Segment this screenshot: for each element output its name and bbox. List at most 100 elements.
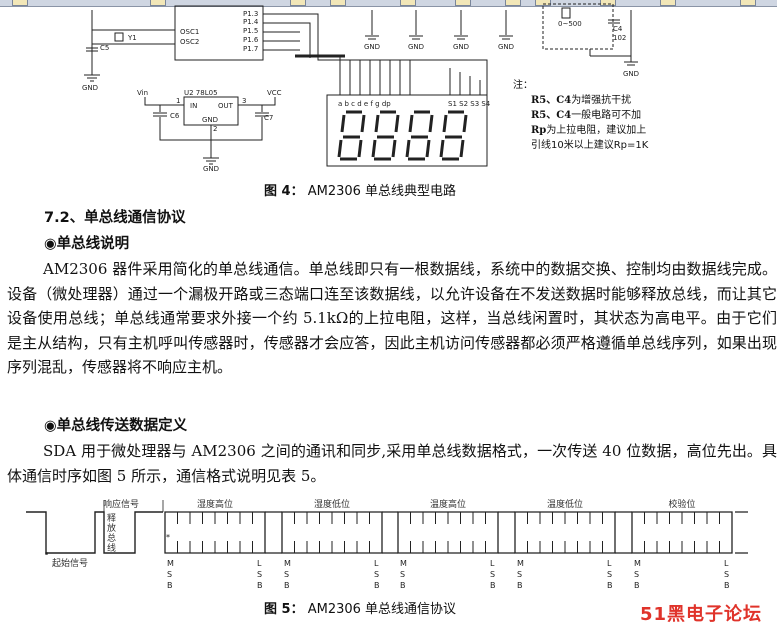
figure-label: 图 5： [264,602,304,617]
circuit-schematic: P1.3 P1.4 P1.5 P1.6 P1.7 OSC1 OSC2 Y1 C5… [82,3,639,173]
data-group-frame [397,511,499,554]
toolbar-button[interactable] [535,0,551,6]
msb-label: S [634,570,639,579]
msb-label: S [517,570,522,579]
vin-label: Vin [137,89,148,97]
gnd-label: GND [498,43,514,51]
data-group-title: 校验位 [668,498,695,510]
note-text: 为上拉电阻，建议加上 [546,125,647,136]
lsb-label: B [724,581,730,590]
data-group-title: 温度低位 [547,498,583,510]
data-group-frame [631,511,733,554]
subsection-title: ◉单总线说明 [44,236,130,252]
note-bold: R5、C4 [531,110,572,121]
toolbar-button[interactable] [660,0,676,6]
note-line: Rp为上拉电阻，建议加上 [513,123,648,138]
note-line: R5、C4为增强抗干扰 [513,93,648,108]
pin-label: P1.3 [243,10,258,18]
osc2-label: OSC2 [180,38,199,46]
group-connector [615,511,632,554]
data-group-frame [281,511,383,554]
toolbar-button[interactable] [12,0,28,6]
toolbar-button[interactable] [330,0,346,6]
release-bus-char: 释 [107,512,116,524]
reg-pin-number: 2 [213,125,217,133]
data-group-title: 温度高位 [430,498,466,510]
circuit-notes: 注： R5、C4为增强抗干扰 R5、C4一般电路可不加 Rp为上拉电阻，建议加上… [513,78,648,153]
pin-label: P1.4 [243,18,259,26]
c5-label: C5 [100,44,109,52]
msb-label: M [167,559,174,568]
figure-5-caption: 图 5： AM2306 单总线通信协议 [264,598,456,617]
gnd-label: GND [364,43,380,51]
lsb-label: S [374,570,379,579]
optional-r5-c4-box [542,3,614,50]
crystal [114,32,124,42]
release-bus-char: 总 [107,532,116,544]
c4-label: C4 [613,25,623,33]
viewer-toolbar [0,0,777,7]
note-text: 为增强抗干扰 [571,95,632,106]
lsb-label: B [257,581,263,590]
toolbar-button[interactable] [505,0,521,6]
release-bus-char: 线 [107,542,116,554]
paragraph-text: SDA 用于微处理器与 AM2306 之间的通讯和同步,采用单总线数据格式，一次… [7,442,777,485]
toolbar-button[interactable] [400,0,416,6]
gnd-label: GND [82,84,98,92]
lsb-label: S [724,570,729,579]
gnd-label: GND [623,70,639,78]
mcu-chip [174,5,264,61]
toolbar-button[interactable] [600,0,616,6]
toolbar-button[interactable] [150,0,166,6]
pin-label: P1.5 [243,27,258,35]
note-bold: R5、C4 [531,95,572,106]
data-group-frame [164,511,266,554]
lsb-label: B [607,581,613,590]
note-text: 引线10米以上建议Rp=1K [531,140,649,151]
lsb-label: B [374,581,380,590]
vcc-label: VCC [267,89,282,97]
lsb-label: S [607,570,612,579]
data-group-title: 湿度低位 [314,498,350,510]
figure-text: AM2306 单总线通信协议 [307,602,457,617]
note-line: 引线10米以上建议Rp=1K [513,138,648,153]
lsb-label: L [374,559,379,568]
toolbar-button[interactable] [455,0,471,6]
section-title: 7.2、单总线通信协议 [44,210,186,226]
lsb-label: L [607,559,612,568]
gnd-label: GND [408,43,424,51]
bus-waveform [26,511,163,554]
reg-pin-gnd: GND [202,116,218,124]
site-watermark: 51黑电子论坛 [640,604,763,625]
reg-pin-in: IN [190,102,197,110]
lsb-label: B [490,581,496,590]
toolbar-button[interactable] [290,0,306,6]
osc1-label: OSC1 [180,28,199,36]
figure-label: 图 4： [264,184,304,199]
figure-text: AM2306 单总线典型电路 [307,184,457,199]
reg-pin-out: OUT [218,102,234,110]
note-bold: Rp [531,125,547,136]
reg-pin-number: 1 [176,97,180,105]
regulator-label: U2 78L05 [184,89,218,97]
toolbar-button[interactable] [740,0,756,6]
crystal-label: Y1 [127,34,137,42]
msb-label: M [284,559,291,568]
reg-pin-number: 3 [242,97,246,105]
data-group-title: 湿度高位 [197,498,233,510]
gnd-label: GND [203,165,219,173]
msb-label: B [634,581,640,590]
msb-label: M [517,559,524,568]
star-marker: * [166,533,170,542]
pin-label: P1.7 [243,45,258,53]
group-connector [265,511,282,554]
pin-label: P1.6 [243,36,259,44]
segment-pin-labels: a b c d e f g dp [338,100,391,108]
msb-label: B [400,581,406,590]
lsb-label: L [724,559,729,568]
group-connector [498,511,515,554]
seven-segment-display [326,94,488,167]
release-bus-char: 放 [107,522,116,534]
digit-select-labels: S1 S2 S3 S4 [448,100,491,108]
